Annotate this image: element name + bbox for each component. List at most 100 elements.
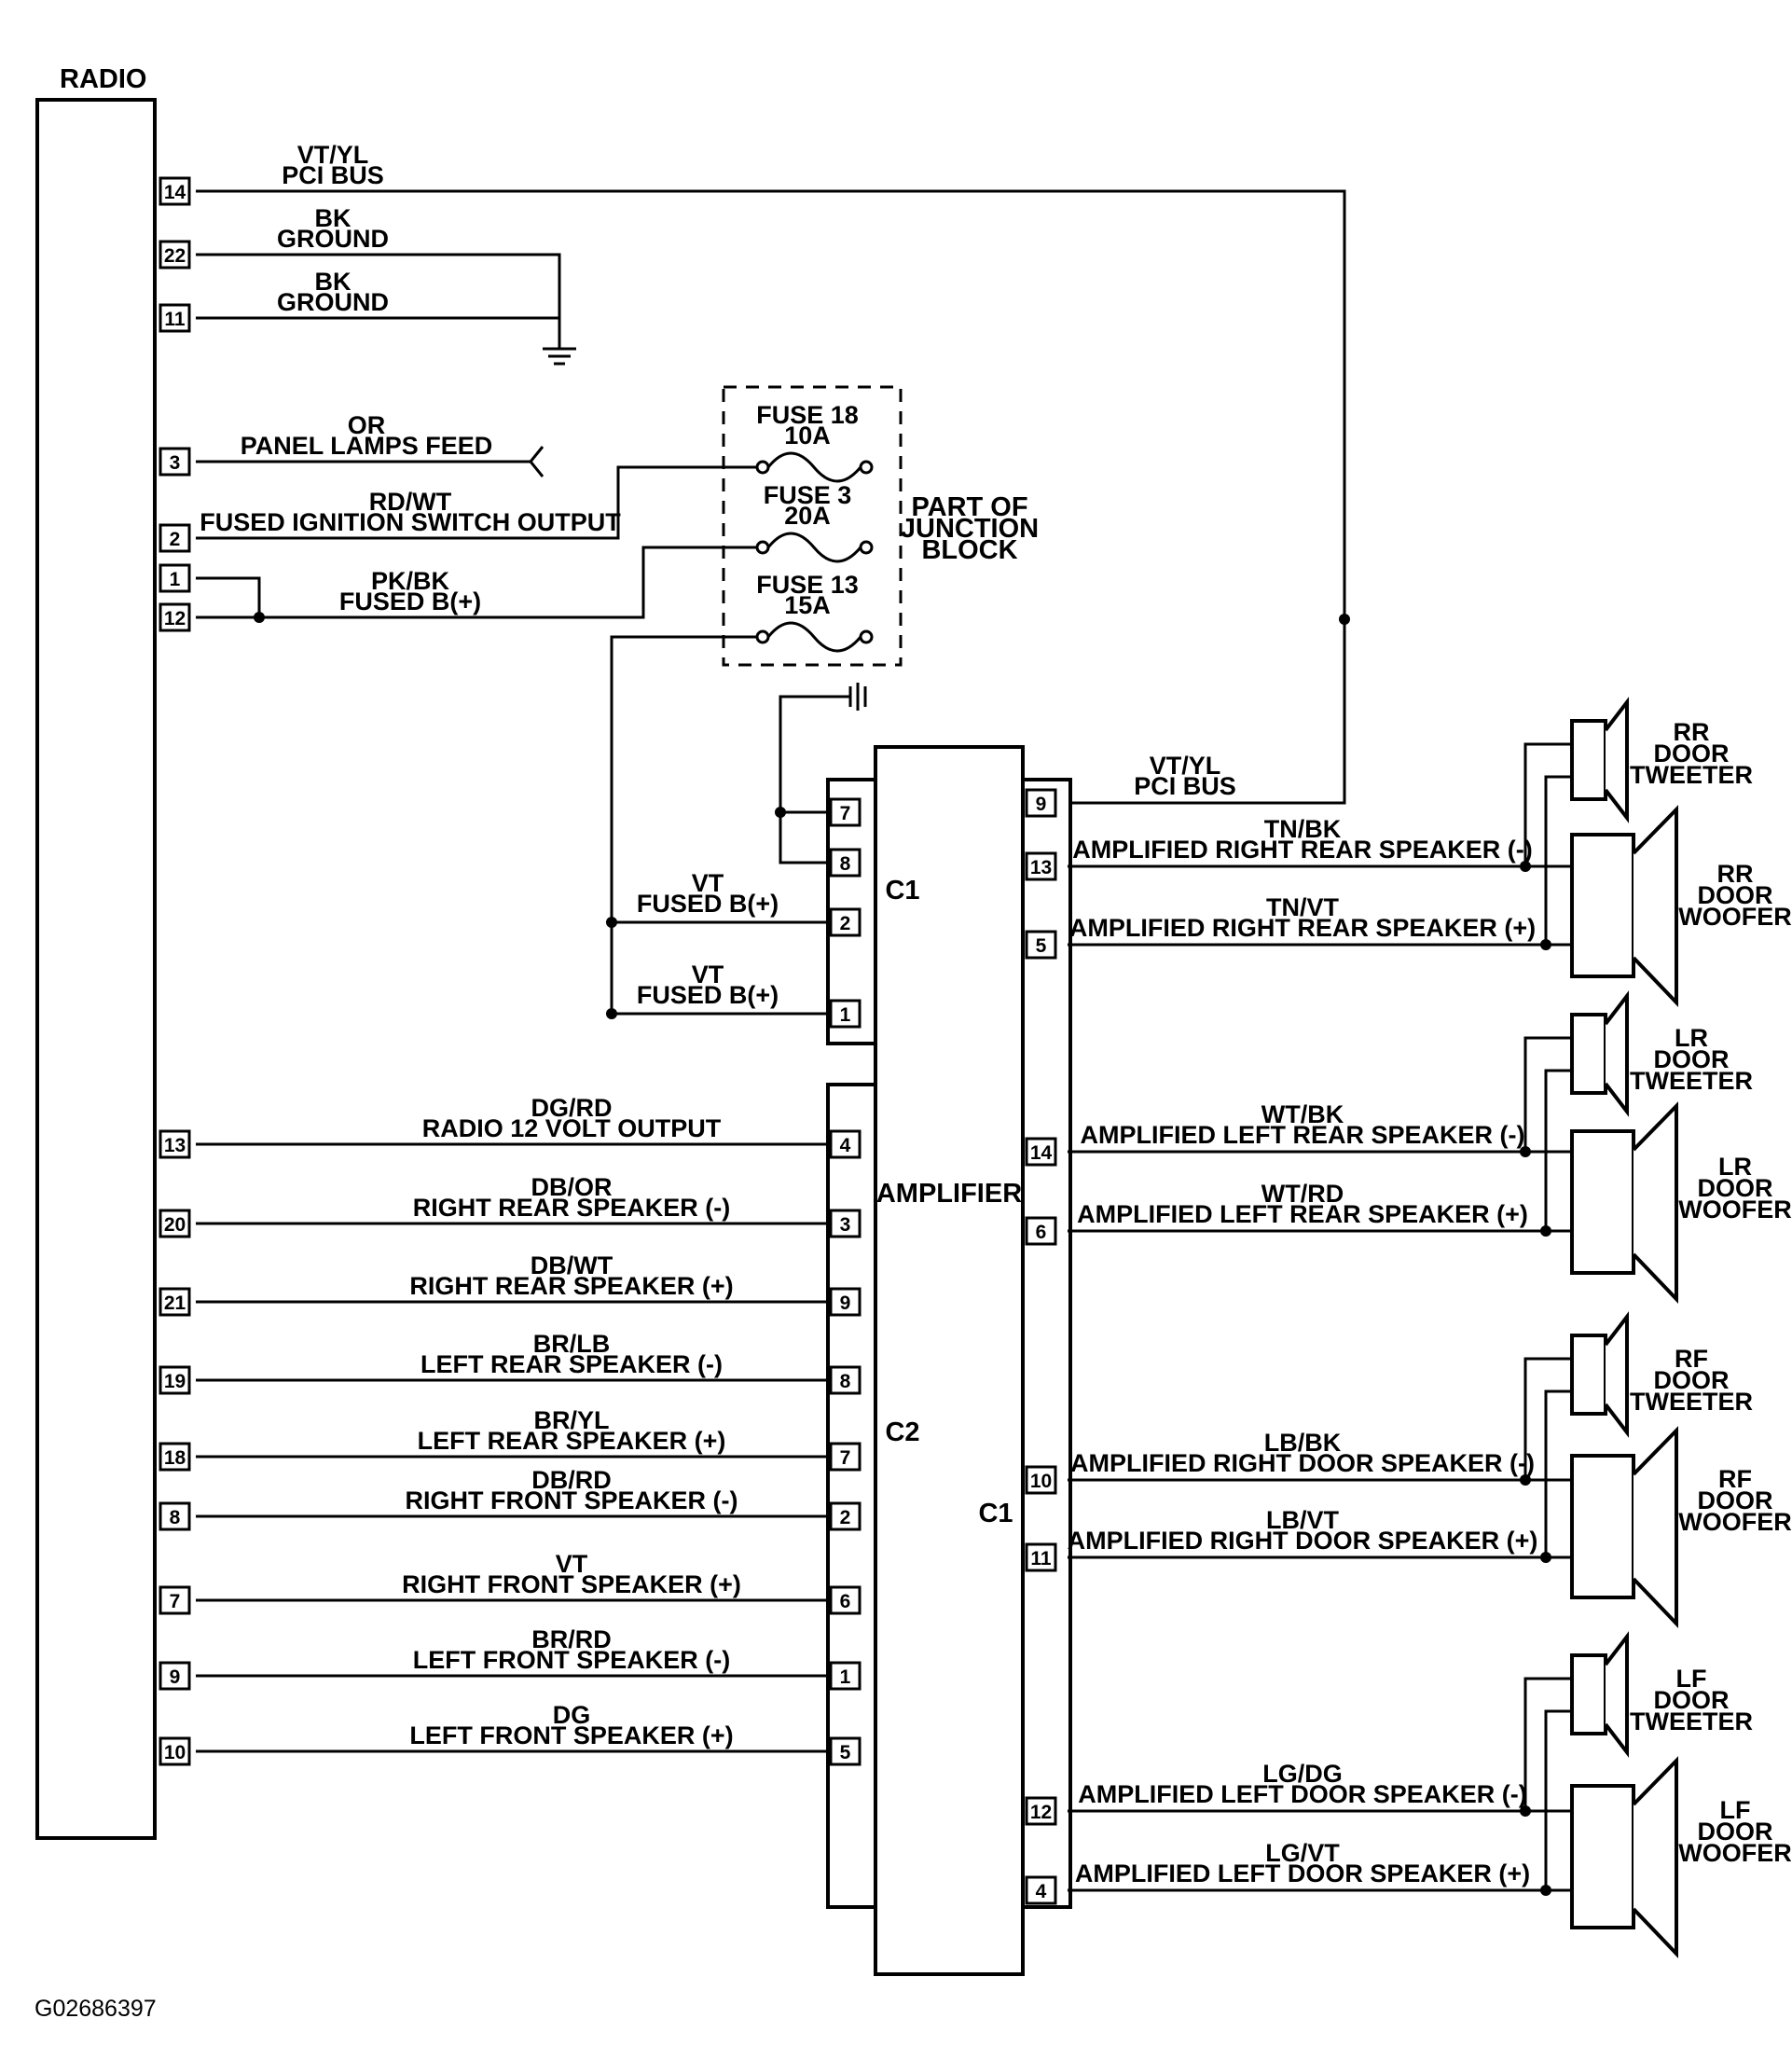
radio-pin-18: 18 (159, 1442, 191, 1472)
wire-desc-radio-19: LEFT REAR SPEAKER (-) (420, 1350, 723, 1378)
amp-c2-pin-5-number: 5 (840, 1742, 851, 1763)
radio-pin-10: 10 (159, 1736, 191, 1766)
amp-right-pin-14-number: 14 (1030, 1142, 1053, 1164)
amp-right-pin-13: 13 (1025, 851, 1057, 881)
wire-desc-amp-4: AMPLIFIED LEFT DOOR SPEAKER (+) (1075, 1860, 1530, 1887)
wire-desc-radio-2: FUSED IGNITION SWITCH OUTPUT (200, 508, 621, 536)
woofer-label-3: WOOFER (1678, 903, 1792, 931)
radio-pin-13: 13 (159, 1129, 191, 1159)
wire-color-radio-21: DB/WT (531, 1251, 613, 1279)
radio-pin-10-number: 10 (164, 1742, 186, 1763)
amp-right-pin-4: 4 (1025, 1875, 1057, 1905)
woofer-label-2: DOOR (1698, 1486, 1773, 1514)
radio-pin-14-number: 14 (164, 182, 186, 203)
tweeter-label-1: RR (1674, 718, 1710, 746)
wire-desc-radio-8: RIGHT FRONT SPEAKER (-) (406, 1486, 738, 1514)
amp-c2-pin-8-number: 8 (840, 1371, 851, 1392)
amp-c2-pin-4: 4 (829, 1129, 862, 1159)
amp-right-pin-13-number: 13 (1030, 857, 1052, 878)
wire-desc-amp-c1-2: FUSED B(+) (637, 890, 779, 918)
radio-pin-14: 14 (159, 176, 191, 206)
wire-color-pci-amp: VT/YL (1150, 752, 1221, 780)
amp-c2-left-housing (826, 1083, 877, 1909)
wire-color-amp-14: WT/BK (1261, 1100, 1344, 1128)
woofer-label-1: RR (1717, 860, 1754, 888)
woofer-label-1: LF (1720, 1796, 1751, 1824)
amp-c2-pin-9: 9 (829, 1287, 862, 1317)
woofer-label-2: DOOR (1698, 1174, 1773, 1202)
radio-pin-22-number: 22 (164, 245, 186, 267)
tweeter-label-2: DOOR (1654, 1686, 1730, 1714)
radio-pin-12-number: 12 (164, 608, 186, 629)
fuse-element-icon (766, 451, 862, 483)
woofer-label-2: DOOR (1698, 881, 1773, 909)
wire-color-radio-3: OR (348, 411, 386, 439)
tweeter-label-2: DOOR (1654, 1366, 1730, 1394)
wire-desc-radio-12: FUSED B(+) (339, 588, 481, 615)
radio-pin-8-number: 8 (170, 1507, 181, 1528)
amp-c2-pin-1-number: 1 (840, 1666, 851, 1688)
amplifier-title: AMPLIFIER (876, 1179, 1022, 1209)
amp-c1-pin-8: 8 (829, 848, 862, 878)
fuse-element-icon (766, 532, 862, 563)
amp-right-pin-12: 12 (1025, 1796, 1057, 1826)
amp-c1-right-label: C1 (978, 1499, 1013, 1528)
amp-right-pin-12-number: 12 (1030, 1802, 1052, 1823)
amp-c1-left-label: C1 (885, 876, 919, 906)
amp-right-pin-6-number: 6 (1036, 1222, 1047, 1243)
wire-color-amp-c1-1: VT (692, 961, 724, 989)
wire-color-amp-6: WT/RD (1261, 1180, 1344, 1208)
fuse-name: FUSE 18 (756, 401, 859, 429)
woofer-label-3: WOOFER (1678, 1508, 1792, 1536)
radio-pin-1: 1 (159, 563, 191, 593)
wire-color-radio-7: VT (556, 1550, 588, 1578)
wire-color-radio-13: DG/RD (531, 1094, 613, 1122)
junction-label-2: JUNCTION (901, 514, 1039, 544)
wire-desc-radio-10: LEFT FRONT SPEAKER (+) (409, 1721, 733, 1749)
amp-right-pin-4-number: 4 (1036, 1881, 1047, 1902)
tweeter-label-3: TWEETER (1630, 1067, 1753, 1095)
amp-c1-pin-2-number: 2 (840, 913, 851, 934)
power-wiring (196, 465, 867, 1019)
wire-desc-amp-11: AMPLIFIED RIGHT DOOR SPEAKER (+) (1068, 1527, 1538, 1555)
radio-pin-3: 3 (159, 447, 191, 477)
chassis-ground-icon (848, 683, 867, 711)
radio-pin-9: 9 (159, 1661, 191, 1691)
tweeter-label-3: TWEETER (1630, 1388, 1753, 1416)
wire-desc-radio-11: GROUND (277, 288, 389, 316)
amp-right-pin-11-number: 11 (1030, 1548, 1052, 1569)
wire-desc-amp-14: AMPLIFIED LEFT REAR SPEAKER (-) (1081, 1121, 1525, 1149)
amp-c1-pin-7-number: 7 (840, 803, 851, 824)
wire-desc-amp-5: AMPLIFIED RIGHT REAR SPEAKER (+) (1069, 914, 1536, 942)
radio-pin-19-number: 19 (164, 1371, 186, 1392)
radio-pin-20: 20 (159, 1209, 191, 1238)
wire-desc-pci-amp: PCI BUS (1134, 772, 1236, 800)
figure-id: G02686397 (34, 1996, 157, 2022)
wire-color-radio-8: DB/RD (531, 1466, 612, 1494)
fuse-rating: 20A (784, 502, 831, 530)
wire-color-amp-c1-2: VT (692, 869, 724, 897)
wire-color-amp-10: LB/BK (1264, 1429, 1342, 1457)
radio-pin-7: 7 (159, 1585, 191, 1615)
wire-desc-radio-20: RIGHT REAR SPEAKER (-) (413, 1194, 731, 1222)
wire-color-amp-13: TN/BK (1264, 815, 1342, 843)
amp-right-pin-6: 6 (1025, 1216, 1057, 1246)
amp-right-pin-5-number: 5 (1036, 935, 1047, 957)
radio-pin-18-number: 18 (164, 1447, 186, 1469)
amp-c1-pin-1-number: 1 (840, 1004, 851, 1026)
tweeter-icon (1570, 1631, 1629, 1758)
radio-pin-13-number: 13 (164, 1135, 186, 1156)
amp-c2-pin-3-number: 3 (840, 1214, 851, 1236)
amp-c2-pin-2-number: 2 (840, 1507, 851, 1528)
woofer-icon (1570, 1101, 1678, 1304)
amp-c2-pin-9-number: 9 (840, 1293, 851, 1314)
